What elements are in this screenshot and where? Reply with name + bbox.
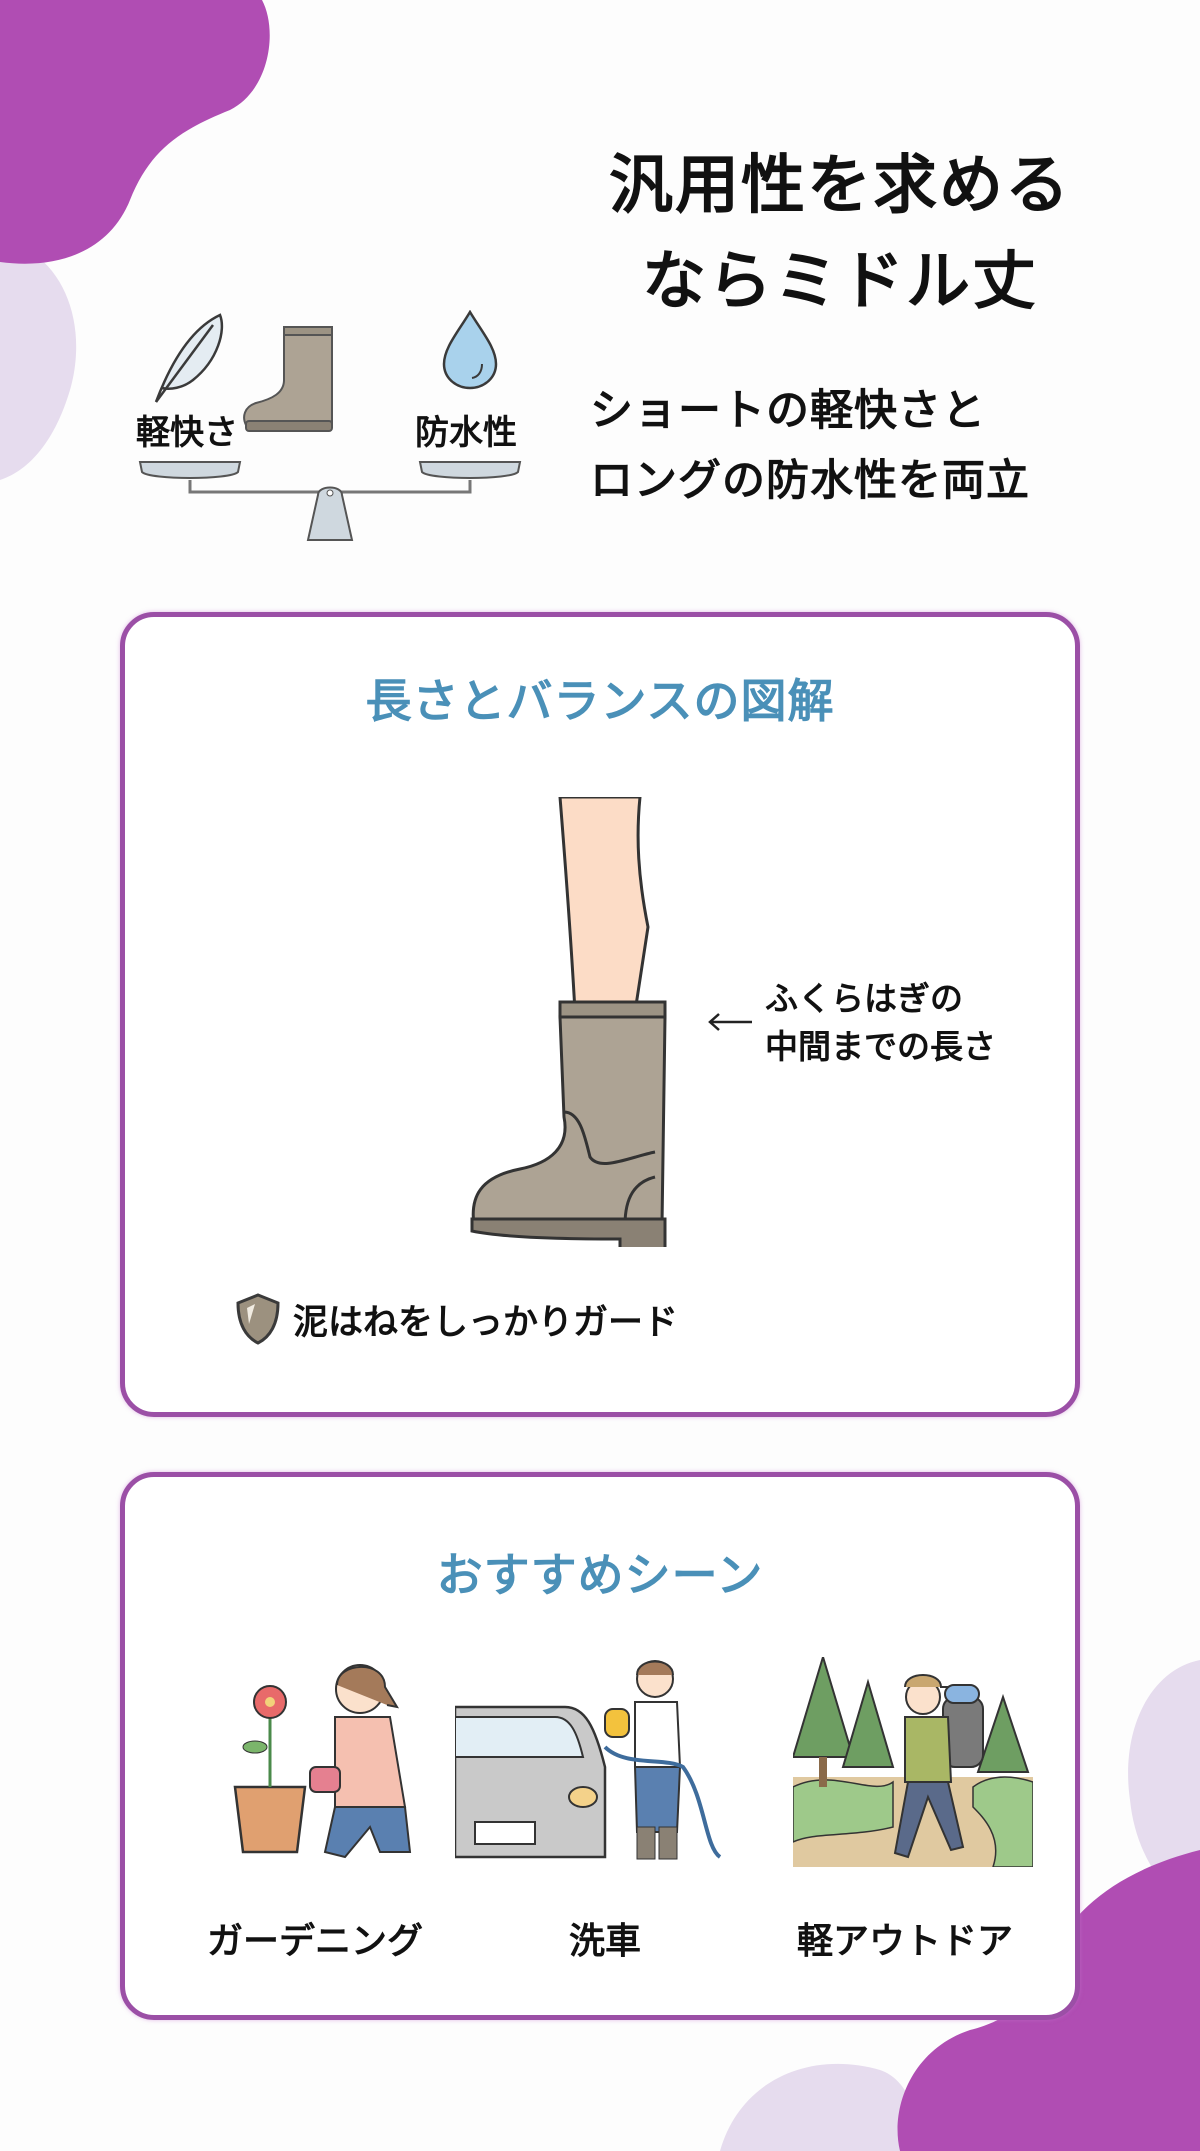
page-subtitle: ショートの軽快さと ロングの防水性を両立 (590, 376, 1110, 516)
scenes-card-title: おすすめシーン (436, 1548, 764, 1602)
subtitle-line-2: ロングの防水性を両立 (590, 456, 1030, 506)
diagram-card-title: 長さとバランスの図解 (365, 674, 835, 728)
mud-guard-note: 泥はねをしっかりガード (235, 1292, 678, 1346)
scene-label-car-wash: 洗車 (568, 1921, 641, 1962)
scene-label-light-outdoor: 軽アウトドア (796, 1921, 1013, 1962)
hiking-illustration (791, 1653, 1034, 1868)
leg-boot-illustration (470, 797, 667, 1247)
water-drop-icon (442, 310, 498, 390)
gardening-illustration (233, 1664, 412, 1859)
bottom-left-light-blob (720, 2063, 920, 2151)
length-diagram-card: 長さとバランスの図解 ふくらはぎの 中間までの長さ (120, 612, 1080, 1417)
waterproof-label: 防水性 (415, 413, 517, 453)
length-annotation: ふくらはぎの 中間までの長さ (765, 975, 996, 1071)
mud-guard-text: 泥はねをしっかりガード (293, 1302, 679, 1343)
shield-icon (236, 1293, 280, 1345)
boot-icon (243, 326, 333, 432)
top-left-purple-blob (0, 0, 270, 264)
scene-gardening: ガーデニング (165, 1657, 465, 1962)
scale-base-icon (138, 461, 522, 541)
scene-light-outdoor: 軽アウトドア (755, 1653, 1055, 1962)
recommended-scenes-card: おすすめシーン ガーデニング (120, 1472, 1080, 2020)
feather-icon (154, 313, 224, 403)
scene-car-wash: 洗車 (453, 1657, 755, 1962)
subtitle-line-1: ショートの軽快さと (590, 386, 986, 436)
annotation-line-2: 中間までの長さ (765, 1027, 996, 1066)
top-left-light-blob (0, 240, 77, 480)
car-wash-illustration (453, 1660, 722, 1860)
annotation-line-1: ふくらはぎの (765, 979, 963, 1018)
lightness-label: 軽快さ (136, 413, 238, 453)
title-line-2: ならミドル丈 (642, 245, 1038, 319)
balance-scale-illustration: 軽快さ 防水性 (130, 310, 530, 555)
title-line-1: 汎用性を求める (609, 149, 1071, 223)
scene-label-gardening: ガーデニング (206, 1921, 423, 1962)
arrow-left-icon (708, 1013, 752, 1031)
page-title: 汎用性を求める ならミドル丈 (560, 138, 1120, 330)
